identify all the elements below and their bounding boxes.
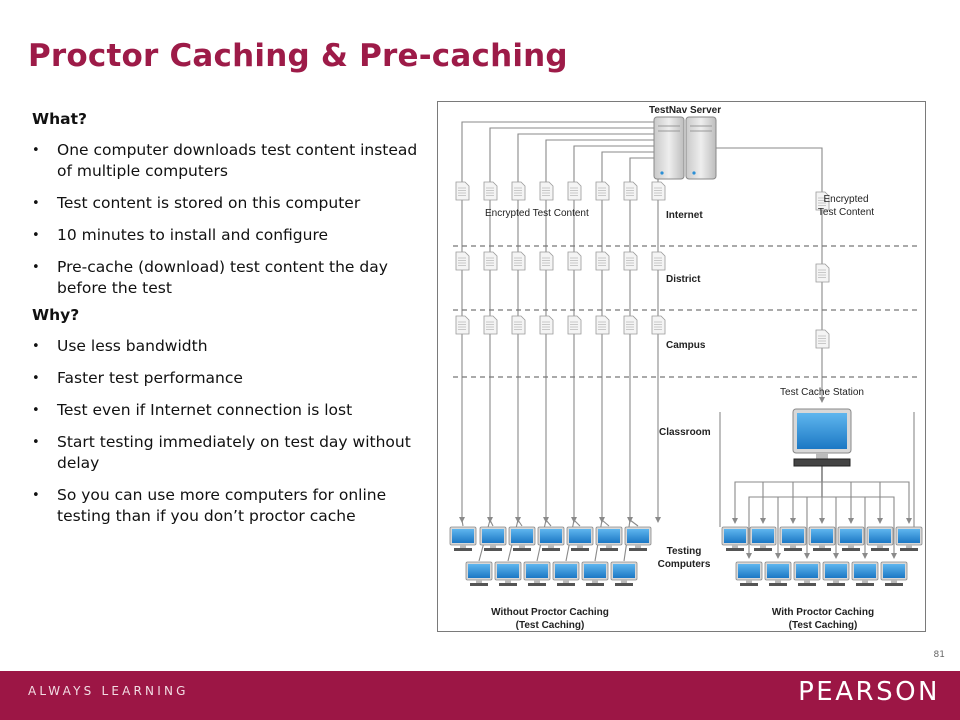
caption-without-caching-2: (Test Caching) xyxy=(516,620,585,631)
document-icon xyxy=(511,315,526,335)
slide-body: What? One computer downloads test conten… xyxy=(32,109,420,538)
testing-computer-icon xyxy=(735,561,763,586)
why-list: Use less bandwidth Faster test performan… xyxy=(32,336,420,527)
testing-computer-icon xyxy=(537,526,565,551)
testing-computer-icon xyxy=(808,526,836,551)
why-item: Use less bandwidth xyxy=(32,336,420,357)
encrypted-content-left-label: Encrypted Test Content xyxy=(485,208,589,219)
testing-computer-icon xyxy=(581,561,609,586)
testing-computer-icon xyxy=(595,526,623,551)
document-icon xyxy=(623,251,638,271)
why-item: So you can use more computers for online… xyxy=(32,485,420,527)
pearson-logo: PEARSON xyxy=(798,677,940,707)
document-icon xyxy=(455,315,470,335)
testing-computer-icon xyxy=(822,561,850,586)
document-icon xyxy=(815,263,830,283)
document-icon xyxy=(651,315,666,335)
document-icon xyxy=(595,315,610,335)
document-icon xyxy=(623,181,638,201)
caption-with-caching-1: With Proctor Caching xyxy=(772,607,874,618)
document-icon xyxy=(623,315,638,335)
what-item: Pre-cache (download) test content the da… xyxy=(32,257,420,299)
testing-computers-label-2: Computers xyxy=(658,559,711,570)
caption-with-caching-2: (Test Caching) xyxy=(789,620,858,631)
testing-computers-label-1: Testing xyxy=(667,546,702,557)
testing-computer-icon xyxy=(449,526,477,551)
why-item: Start testing immediately on test day wi… xyxy=(32,432,420,474)
level-district-label: District xyxy=(666,274,701,285)
testing-computer-icon xyxy=(552,561,580,586)
testing-computer-icon xyxy=(866,526,894,551)
testing-computer-icon xyxy=(610,561,638,586)
test-cache-station-icon xyxy=(792,408,852,467)
testing-computer-icon xyxy=(566,526,594,551)
document-icon xyxy=(483,251,498,271)
footer-tagline: ALWAYS LEARNING xyxy=(28,684,189,698)
encrypted-content-right-label-2: Test Content xyxy=(818,207,874,218)
level-classroom-label: Classroom xyxy=(659,427,711,438)
caching-diagram-svg: TestNav Server Encrypted Test Content En… xyxy=(449,105,923,631)
document-icon xyxy=(595,181,610,201)
level-internet-label: Internet xyxy=(666,210,703,221)
testing-computer-icon xyxy=(779,526,807,551)
why-item: Faster test performance xyxy=(32,368,420,389)
encrypted-content-right-label-1: Encrypted xyxy=(823,194,868,205)
server-label: TestNav Server xyxy=(649,105,721,116)
testing-computer-icon xyxy=(465,561,493,586)
document-icon xyxy=(483,181,498,201)
testing-computer-icon xyxy=(895,526,923,551)
testing-computer-icon xyxy=(494,561,522,586)
document-icon xyxy=(483,315,498,335)
testing-computer-icon xyxy=(837,526,865,551)
footer-bar: ALWAYS LEARNING PEARSON xyxy=(0,671,960,720)
what-list: One computer downloads test content inst… xyxy=(32,140,420,299)
what-item: Test content is stored on this computer xyxy=(32,193,420,214)
level-campus-label: Campus xyxy=(666,340,706,351)
document-icon xyxy=(511,181,526,201)
testing-computer-icon xyxy=(764,561,792,586)
testing-computer-icon xyxy=(721,526,749,551)
document-icon xyxy=(567,181,582,201)
testing-computer-icon xyxy=(793,561,821,586)
testing-computer-icon xyxy=(851,561,879,586)
document-icon xyxy=(595,251,610,271)
document-icon xyxy=(567,315,582,335)
testnav-server-icon xyxy=(653,116,717,180)
what-heading: What? xyxy=(32,110,87,128)
testing-computer-icon xyxy=(479,526,507,551)
why-item: Test even if Internet connection is lost xyxy=(32,400,420,421)
test-cache-station-label: Test Cache Station xyxy=(780,387,864,398)
testing-computer-icon xyxy=(508,526,536,551)
what-item: One computer downloads test content inst… xyxy=(32,140,420,182)
testing-computer-icon xyxy=(880,561,908,586)
page-number: 81 xyxy=(933,650,945,660)
document-icon xyxy=(511,251,526,271)
testing-computer-icon xyxy=(624,526,652,551)
what-item: 10 minutes to install and configure xyxy=(32,225,420,246)
document-icon xyxy=(651,181,666,201)
document-icon xyxy=(815,329,830,349)
document-icon xyxy=(651,251,666,271)
document-icon xyxy=(815,191,830,211)
document-icon xyxy=(539,181,554,201)
testing-computer-icon xyxy=(749,526,777,551)
document-icon xyxy=(539,251,554,271)
caption-without-caching-1: Without Proctor Caching xyxy=(491,607,609,618)
document-icon xyxy=(455,251,470,271)
document-icon xyxy=(539,315,554,335)
document-icon xyxy=(455,181,470,201)
document-icon xyxy=(567,251,582,271)
slide-title: Proctor Caching & Pre-caching xyxy=(28,38,568,74)
why-heading: Why? xyxy=(32,306,80,324)
caching-diagram: TestNav Server Encrypted Test Content En… xyxy=(437,101,926,632)
testing-computer-icon xyxy=(523,561,551,586)
